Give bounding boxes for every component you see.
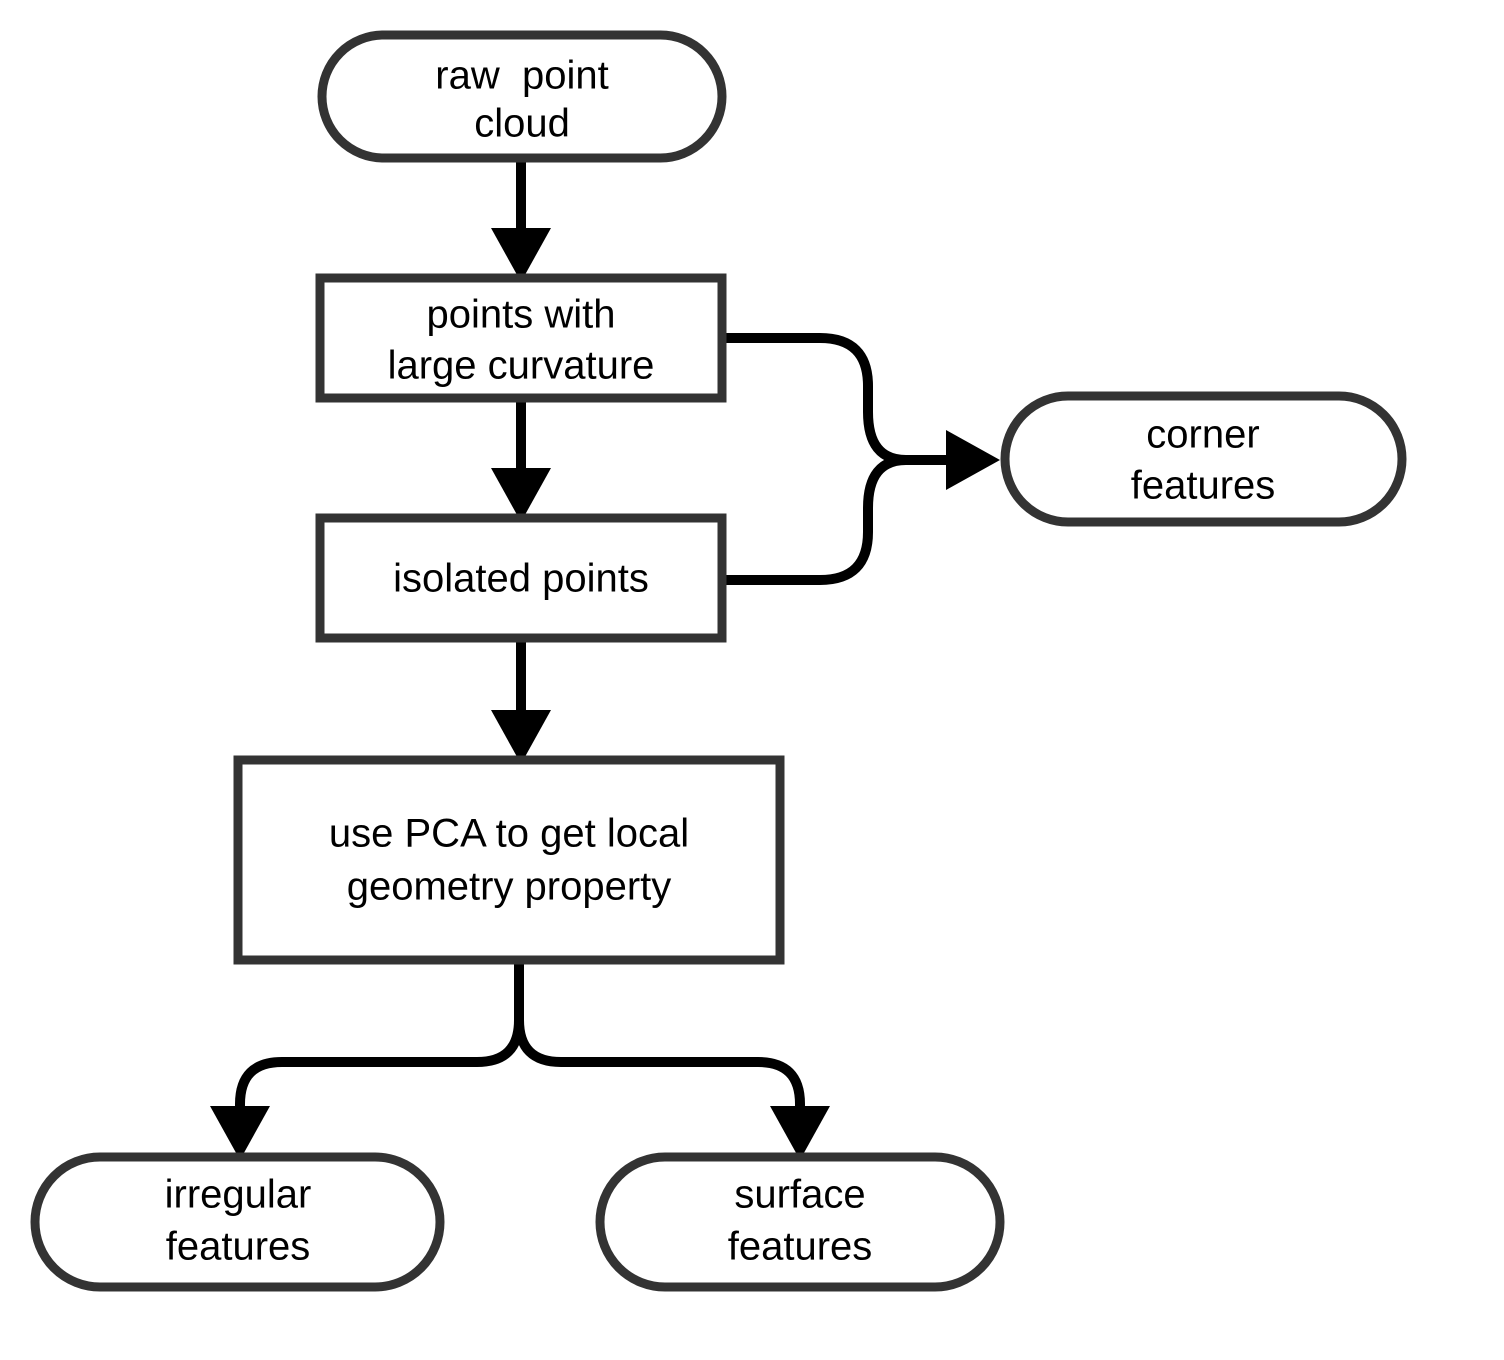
- node-label-line1: isolated points: [393, 557, 649, 601]
- edge-pca-to-irregular: [210, 960, 524, 1160]
- node-label-line1: points with: [427, 293, 616, 337]
- node-points-with-large-curvature[interactable]: points with large curvature: [315, 273, 727, 403]
- node-shape-rect: [315, 273, 727, 403]
- node-raw-point-cloud[interactable]: raw point cloud: [317, 30, 727, 163]
- node-corner-features[interactable]: corner features: [1000, 391, 1407, 527]
- edge-pca-to-surface: [514, 960, 830, 1160]
- node-surface-features[interactable]: surface features: [595, 1152, 1005, 1292]
- node-label-line2: features: [728, 1225, 873, 1269]
- node-shape-stadium: [317, 30, 727, 163]
- node-label-line2: features: [166, 1225, 311, 1269]
- node-label-line1: corner: [1146, 413, 1259, 457]
- node-label-line1: raw point: [435, 54, 608, 98]
- node-label-line2: cloud: [474, 102, 570, 146]
- node-use-pca[interactable]: use PCA to get local geometry property: [233, 755, 785, 965]
- edge-line: [235, 960, 524, 1112]
- node-shape-stadium: [595, 1152, 1005, 1292]
- arrowhead-icon: [946, 430, 1000, 490]
- node-label-line1: irregular: [165, 1173, 312, 1217]
- node-isolated-points[interactable]: isolated points: [315, 513, 727, 643]
- edge-line: [722, 333, 952, 465]
- node-label-line2: features: [1131, 464, 1276, 508]
- node-irregular-features[interactable]: irregular features: [30, 1152, 445, 1292]
- edge-curvature-to-isolated: [491, 398, 551, 522]
- node-shape-rect: [315, 513, 727, 643]
- arrowhead-icon: [491, 710, 551, 764]
- edge-line: [722, 455, 952, 585]
- node-label-line2: geometry property: [347, 865, 672, 909]
- arrowhead-icon: [491, 468, 551, 522]
- arrowhead-icon: [491, 228, 551, 282]
- arrowhead-icon: [210, 1106, 270, 1160]
- node-shape-rect: [233, 755, 785, 965]
- edge-line: [514, 960, 805, 1112]
- node-label-line1: surface: [734, 1173, 865, 1217]
- node-shape-stadium: [1000, 391, 1407, 527]
- edge-isolated-to-corner: [722, 430, 1000, 585]
- arrowhead-icon: [770, 1106, 830, 1160]
- node-shape-stadium: [30, 1152, 445, 1292]
- node-label-line2: large curvature: [388, 344, 655, 388]
- node-label-line1: use PCA to get local: [329, 812, 689, 856]
- edge-raw-to-curvature: [491, 158, 551, 282]
- edge-isolated-to-pca: [491, 638, 551, 764]
- edge-curvature-to-corner: [722, 333, 952, 465]
